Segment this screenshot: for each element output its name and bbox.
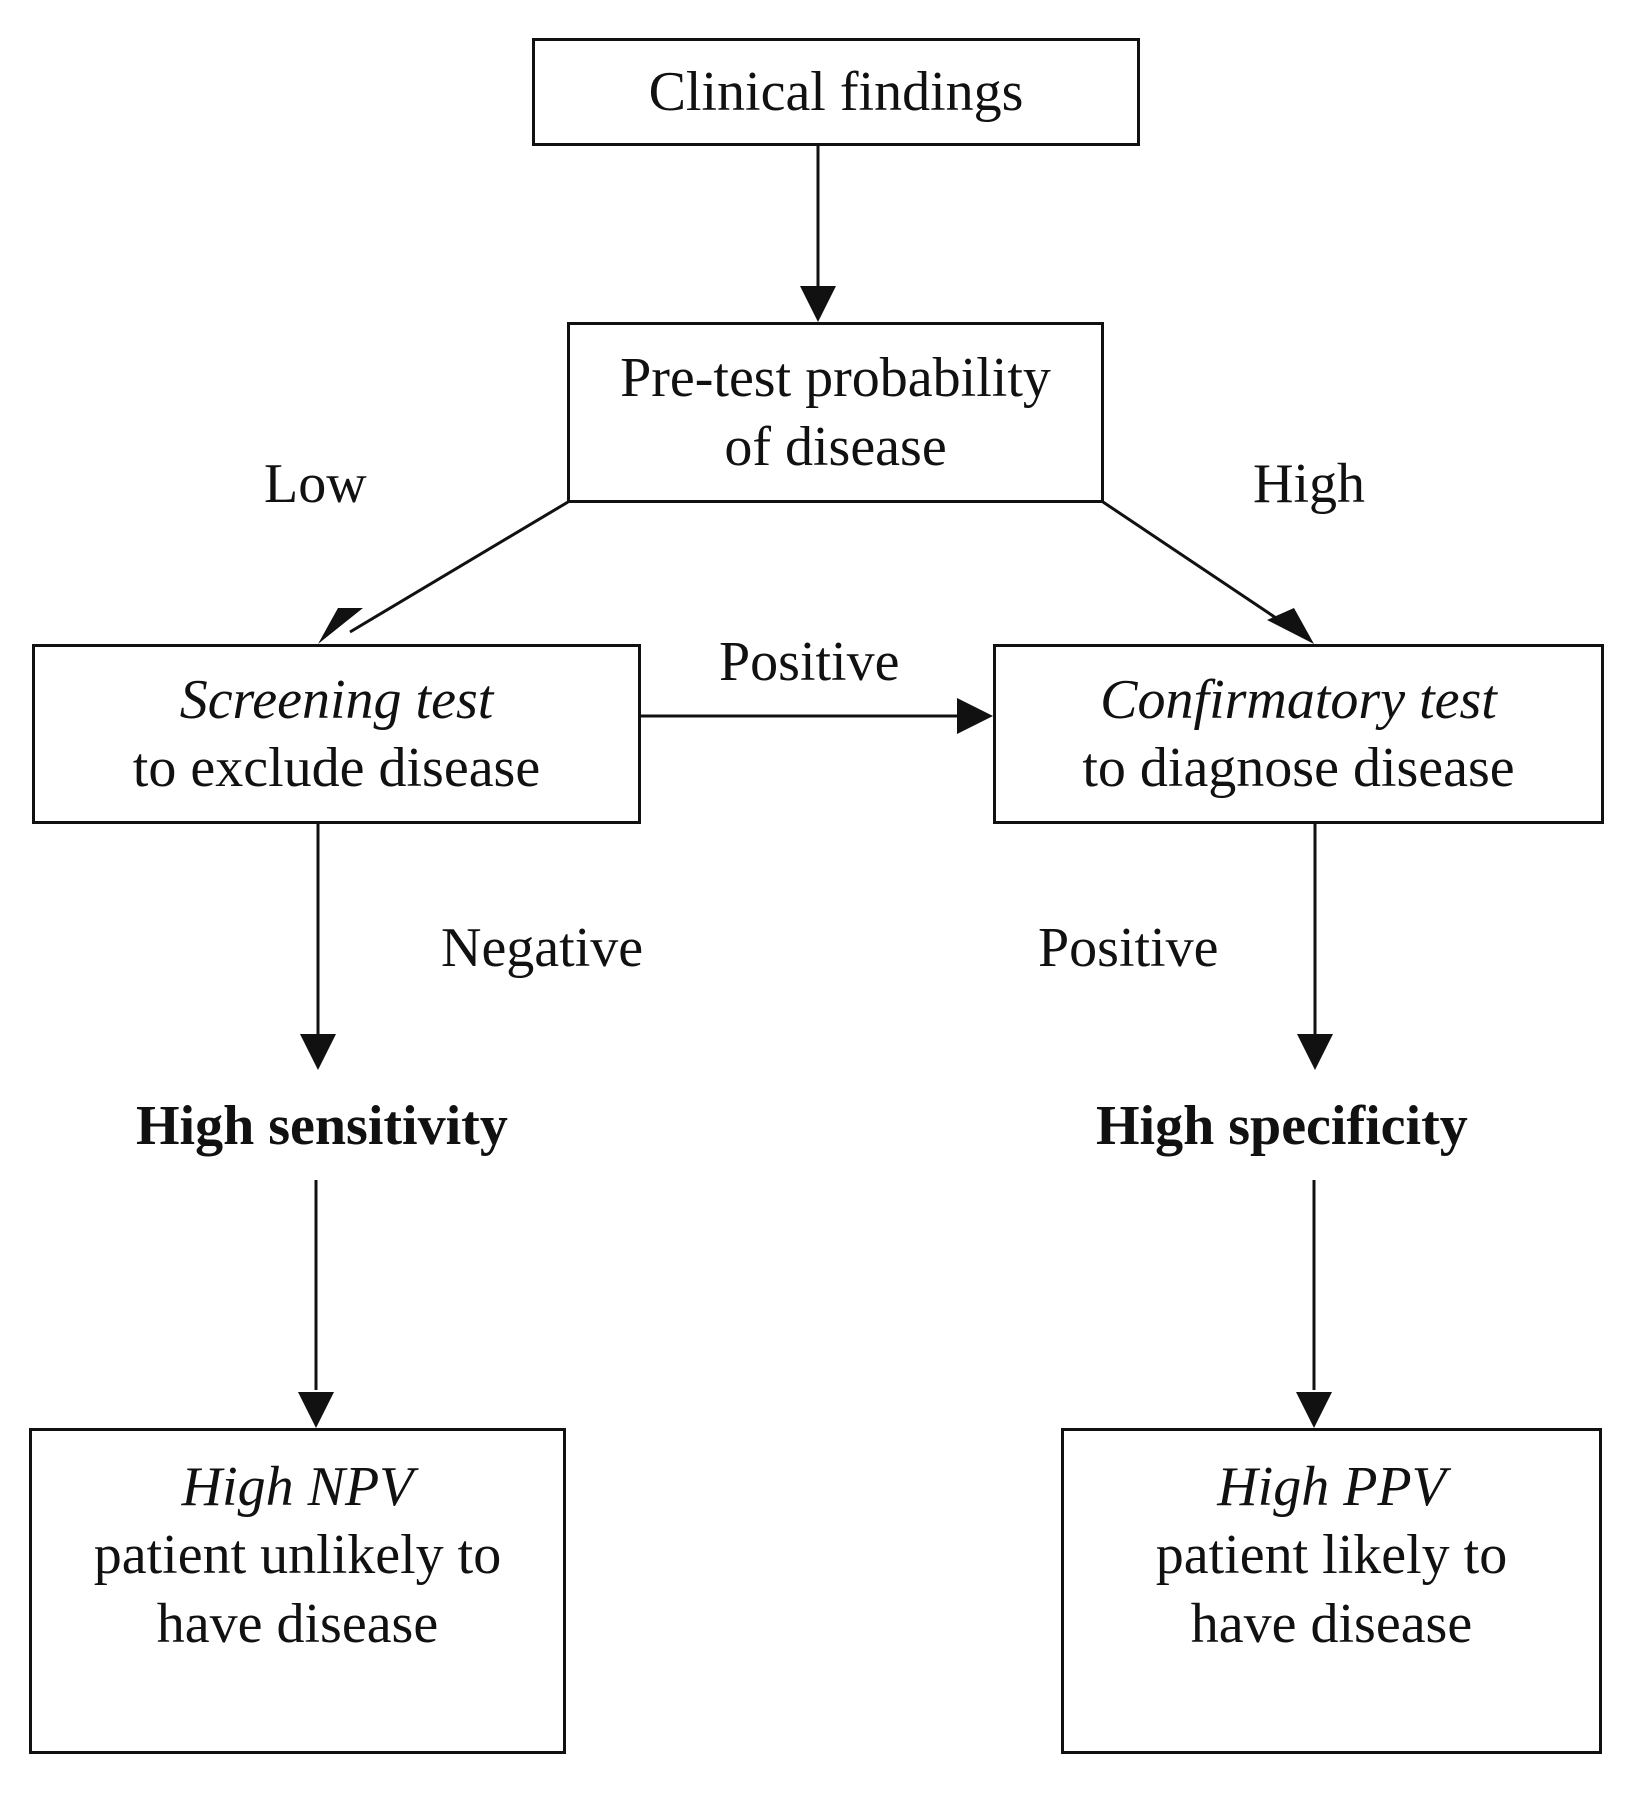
arrowhead-down-icon bbox=[300, 1034, 336, 1070]
edge-label-low: Low bbox=[264, 453, 367, 515]
edge-label-screening-positive: Positive bbox=[719, 631, 900, 693]
screening-test-title: Screening test bbox=[179, 668, 494, 731]
arrowhead-down-icon bbox=[800, 286, 836, 322]
arrowhead-down-icon bbox=[298, 1392, 334, 1428]
arrowhead-down-icon bbox=[1296, 1392, 1332, 1428]
screening-test-box: Screening test to exclude disease bbox=[32, 644, 641, 824]
edge-label-confirmatory-positive: Positive bbox=[1038, 917, 1219, 979]
arrowhead-down-right-icon bbox=[1267, 608, 1314, 644]
edge-label-screening-negative: Negative bbox=[441, 917, 644, 979]
edge-label-high: High bbox=[1253, 453, 1365, 515]
high-sensitivity-label: High sensitivity bbox=[136, 1095, 508, 1157]
high-ppv-line1: patient likely to bbox=[1155, 1524, 1508, 1587]
arrowhead-down-left-icon bbox=[318, 608, 363, 644]
pretest-probability-line2: of disease bbox=[724, 415, 947, 478]
arrow-pretest-to-screening-low bbox=[349, 500, 569, 634]
clinical-findings-label: Clinical findings bbox=[648, 60, 1024, 123]
high-specificity-label: High specificity bbox=[1096, 1095, 1468, 1157]
arrowhead-right-icon bbox=[957, 698, 993, 734]
confirmatory-test-title: Confirmatory test bbox=[1100, 668, 1497, 731]
high-npv-title: High NPV bbox=[181, 1456, 414, 1518]
high-ppv-title: High PPV bbox=[1217, 1456, 1446, 1518]
pretest-probability-box: Pre-test probability of disease bbox=[567, 322, 1104, 503]
high-npv-line2: have disease bbox=[156, 1592, 439, 1655]
high-ppv-line2: have disease bbox=[1190, 1592, 1473, 1655]
clinical-findings-box: Clinical findings bbox=[532, 38, 1140, 146]
pretest-probability-line1: Pre-test probability bbox=[620, 347, 1051, 410]
confirmatory-test-subtitle: to diagnose disease bbox=[1082, 737, 1515, 799]
high-npv-line1: patient unlikely to bbox=[93, 1524, 502, 1587]
high-npv-box: High NPV patient unlikely to have diseas… bbox=[29, 1428, 566, 1754]
arrow-pretest-to-confirmatory-high bbox=[1102, 500, 1298, 634]
high-ppv-box: High PPV patient likely to have disease bbox=[1061, 1428, 1602, 1754]
screening-test-subtitle: to exclude disease bbox=[132, 737, 541, 799]
confirmatory-test-box: Confirmatory test to diagnose disease bbox=[993, 644, 1604, 824]
arrowhead-down-icon bbox=[1297, 1034, 1333, 1070]
